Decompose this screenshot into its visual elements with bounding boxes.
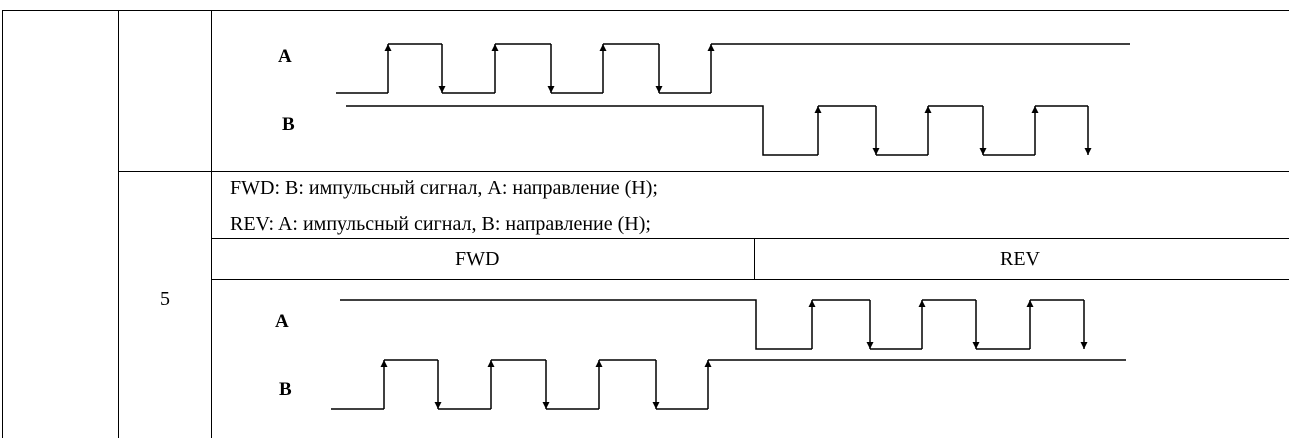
column-divider-1 <box>118 10 119 438</box>
table-border-left <box>2 10 3 438</box>
top-signal-a-label: A <box>278 46 292 67</box>
bottom-waveform-b <box>331 359 1126 410</box>
column-divider-2 <box>211 10 212 438</box>
bottom-signal-a-label: A <box>275 311 289 332</box>
column-header-fwd: FWD <box>455 248 500 270</box>
description-rev: REV: A: импульсный сигнал, B: направлени… <box>230 213 651 235</box>
table-border-top <box>2 10 1289 11</box>
row-number: 5 <box>160 288 170 310</box>
description-fwd: FWD: B: импульсный сигнал, A: направлени… <box>230 177 658 199</box>
row-divider <box>118 171 1289 172</box>
bottom-waveform-a <box>340 299 1084 350</box>
header-column-divider <box>754 238 755 280</box>
top-signal-b-label: B <box>282 114 295 135</box>
column-header-rev: REV <box>1000 248 1040 270</box>
header-top-line <box>211 238 1289 239</box>
bottom-signal-b-label: B <box>279 379 292 400</box>
header-bottom-line <box>211 279 1289 280</box>
top-waveform-b <box>346 105 1088 156</box>
top-waveform-a <box>336 43 1130 94</box>
